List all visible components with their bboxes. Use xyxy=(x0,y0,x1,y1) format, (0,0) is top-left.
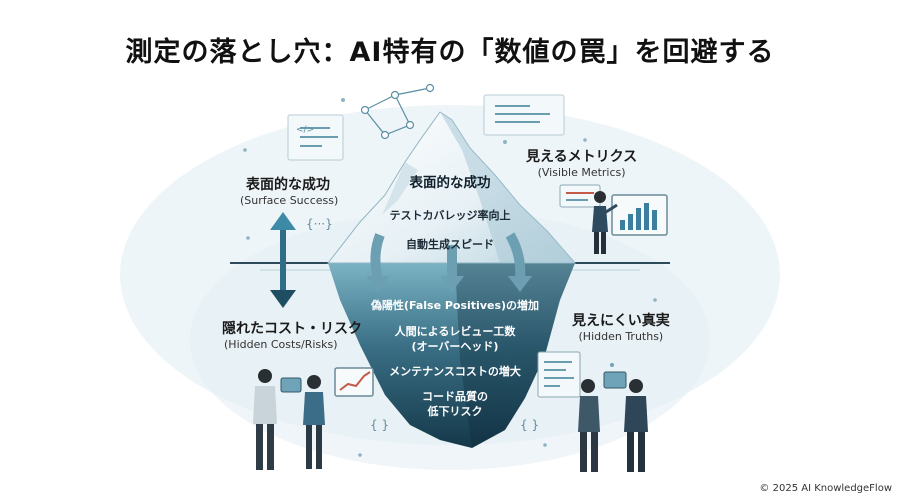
analysts-bottom-right xyxy=(537,351,648,472)
underwater-item-false-positives: 偽陽性(False Positives)の増加 xyxy=(370,299,540,312)
underwater-item-maintenance: メンテナンスコストの増大 xyxy=(389,365,521,378)
analysts-bottom-left xyxy=(253,367,374,470)
underwater-item-review-overhead: 人間によるレビュー工数 (オーバーヘッド) xyxy=(394,325,516,353)
down-arrow-left xyxy=(370,233,385,282)
down-arrow-right-head xyxy=(508,276,532,292)
surface-success-en: (Surface Success) xyxy=(240,194,339,207)
tablet-icon xyxy=(603,371,627,389)
hidden-truths-en: (Hidden Truths) xyxy=(578,330,664,343)
sparkles xyxy=(243,98,657,457)
visible-metrics-label: 見えるメトリクス (Visible Metrics) xyxy=(526,146,637,179)
down-arrow-right xyxy=(505,232,526,281)
code-screen xyxy=(537,351,581,398)
code-panel-right xyxy=(483,94,565,136)
code-tag-left: </> xyxy=(296,125,315,135)
code-bracket-dots: {···} xyxy=(306,217,333,231)
tablet-icon-left xyxy=(280,377,302,393)
iceberg-underwater-shade xyxy=(455,263,575,448)
visible-metrics-en: (Visible Metrics) xyxy=(537,166,626,179)
iceberg-underwater xyxy=(328,263,575,448)
surface-success-label: 表面的な成功 (Surface Success) xyxy=(240,174,338,207)
hidden-truths-label: 見えにくい真実 (Hidden Truths) xyxy=(572,310,670,343)
hidden-costs-jp: 隠れたコスト・リスク xyxy=(222,321,362,337)
presenter-top-right xyxy=(559,184,668,254)
iceberg-heading: 表面的な成功 xyxy=(409,175,491,191)
hidden-truths-jp: 見えにくい真実 xyxy=(572,313,670,329)
down-arrow-left-head xyxy=(366,276,390,292)
copyright: © 2025 AI KnowledgeFlow xyxy=(759,483,892,494)
visible-metrics-jp: 見えるメトリクス xyxy=(526,149,638,165)
iceberg-facet xyxy=(382,162,418,215)
code-braces-right: { } xyxy=(520,418,540,432)
iceberg-item-coverage: テストカバレッジ率向上 xyxy=(389,209,511,222)
down-arrow-center-head xyxy=(440,276,464,292)
vertical-double-arrow xyxy=(270,212,296,308)
code-braces-left: { } xyxy=(370,418,390,432)
code-panel-left xyxy=(287,114,344,161)
page-title: 測定の落とし穴：AI特有の「数値の罠」を回避する xyxy=(125,37,775,68)
iceberg-item-speed: 自動生成スピード xyxy=(406,238,494,251)
down-arrows xyxy=(366,232,532,292)
iceberg-tip-shade xyxy=(440,112,575,263)
line-chart-screen xyxy=(334,367,374,397)
hidden-costs-label: 隠れたコスト・リスク (Hidden Costs/Risks) xyxy=(222,318,362,351)
hidden-costs-en: (Hidden Costs/Risks) xyxy=(224,338,338,351)
surface-success-jp: 表面的な成功 xyxy=(246,177,330,193)
underwater-item-quality-risk: コード品質の 低下リスク xyxy=(422,390,488,418)
network-graph-icon xyxy=(360,83,435,140)
